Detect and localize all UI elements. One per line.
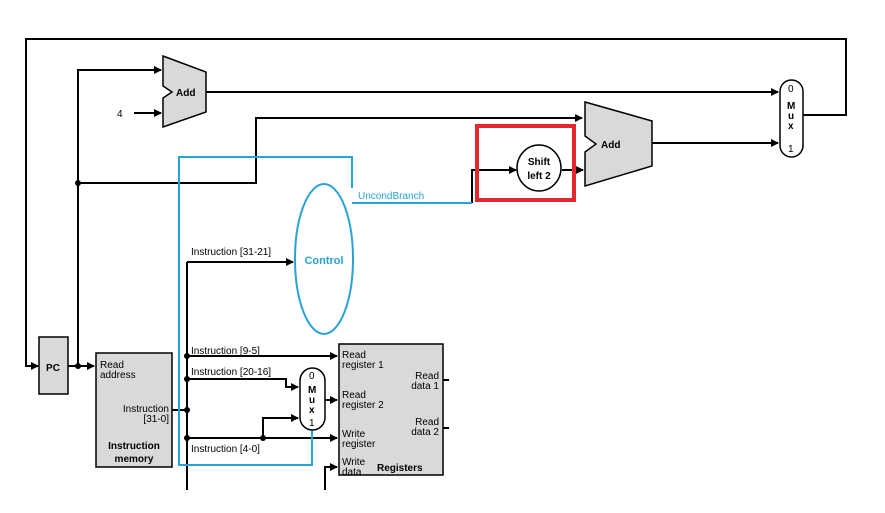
read-data-1-line2: data 1 bbox=[411, 381, 439, 392]
mux-top-one: 1 bbox=[788, 144, 794, 155]
read-register-1-line2: register 1 bbox=[342, 360, 384, 371]
read-data-1-line1: Read bbox=[415, 371, 439, 382]
read-data-2-line2: data 2 bbox=[411, 427, 439, 438]
registers-title: Registers bbox=[377, 463, 423, 474]
reg2-loc-mux: 0 M u x 1 bbox=[299, 367, 326, 431]
write-register-line2: register bbox=[342, 439, 376, 450]
mux-top-m: M bbox=[787, 101, 795, 112]
instruction-out-line2: [31-0] bbox=[143, 414, 169, 425]
constant-four: 4 bbox=[117, 109, 123, 120]
instruction-memory-title-line1: Instruction bbox=[108, 441, 160, 452]
shift-label-line1: Shift bbox=[528, 157, 551, 168]
write-register-line1: Write bbox=[342, 429, 366, 440]
shift-label-line2: left 2 bbox=[527, 171, 551, 182]
write-data-line1: Write bbox=[342, 457, 366, 468]
mux-reg-zero: 0 bbox=[309, 371, 315, 382]
mux-top-x: x bbox=[788, 121, 794, 132]
control-label: Control bbox=[304, 255, 343, 267]
read-register-2-line1: Read bbox=[342, 390, 366, 401]
instr-20-16-label: Instruction [20-16] bbox=[191, 367, 271, 378]
instruction-out-line1: Instruction bbox=[123, 404, 169, 415]
instr-31-21-label: Instruction [31-21] bbox=[191, 247, 271, 258]
control-signal-wires bbox=[178, 156, 472, 466]
read-data-2-line1: Read bbox=[415, 417, 439, 428]
register-file: Read register 1 Read register 2 Write re… bbox=[338, 343, 444, 478]
highlight-box bbox=[475, 124, 576, 202]
read-register-2-line2: register 2 bbox=[342, 400, 384, 411]
pc-label: PC bbox=[46, 363, 60, 374]
mux-reg-u: u bbox=[309, 395, 315, 406]
pc-adder-label: Add bbox=[176, 88, 195, 99]
pc-register: PC bbox=[38, 336, 69, 395]
mux-reg-x: x bbox=[309, 405, 315, 416]
mux-reg-m: M bbox=[308, 385, 316, 396]
read-address-line2: address bbox=[100, 370, 136, 381]
read-register-1-line1: Read bbox=[342, 350, 366, 361]
shift-left-2: Shift left 2 bbox=[516, 144, 562, 192]
branch-adder: Add bbox=[584, 101, 653, 188]
instr-4-0-label: Instruction [4-0] bbox=[191, 444, 260, 455]
pc-adder: Add bbox=[162, 54, 207, 129]
pc-source-mux: 0 M u x 1 bbox=[779, 79, 804, 158]
instruction-memory: Read address Instruction [31-0] Instruct… bbox=[95, 352, 173, 468]
datapath-wires bbox=[25, 38, 847, 490]
branch-adder-label: Add bbox=[601, 140, 620, 151]
mux-top-u: u bbox=[788, 111, 794, 122]
mux-top-zero: 0 bbox=[788, 84, 794, 95]
instruction-memory-title-line2: memory bbox=[115, 454, 154, 465]
mux-reg-one: 1 bbox=[309, 418, 315, 429]
write-data-line2: data bbox=[342, 467, 362, 478]
control-unit: Control bbox=[294, 183, 354, 335]
instr-9-5-label: Instruction [9-5] bbox=[191, 346, 260, 357]
read-address-line1: Read bbox=[100, 360, 124, 371]
uncond-branch-label: UncondBranch bbox=[358, 191, 424, 202]
